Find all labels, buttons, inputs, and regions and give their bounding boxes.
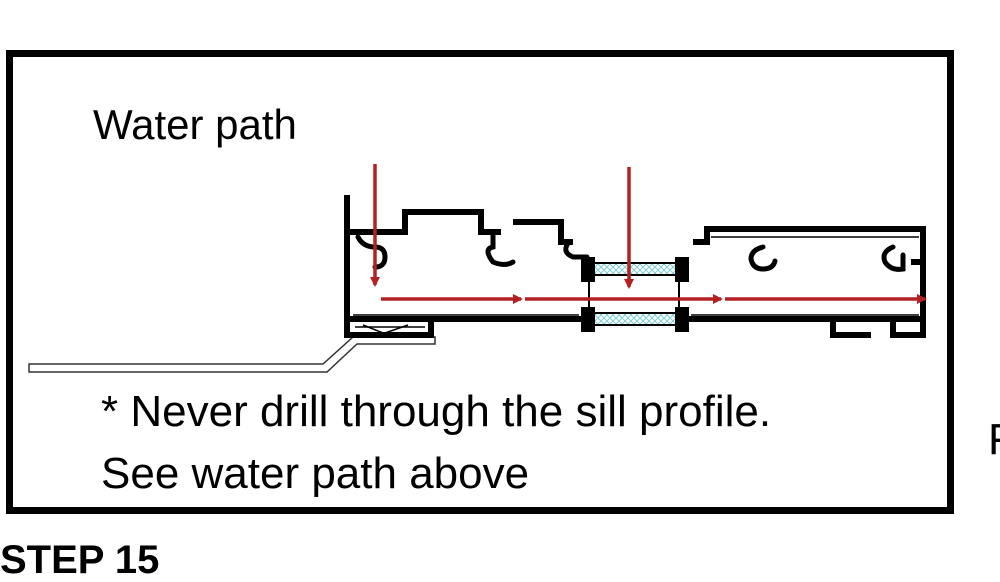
hook-4 xyxy=(881,244,906,272)
sill-flange xyxy=(28,336,436,373)
glazing-units xyxy=(581,257,689,332)
warning-note-line-1: * Never drill through the sill profile. xyxy=(101,387,772,436)
hook-2 xyxy=(485,229,516,267)
glazing-top xyxy=(588,262,680,276)
glazing-bottom xyxy=(588,312,680,326)
water-path-arrows xyxy=(370,164,927,304)
diagram-title: Water path xyxy=(93,101,297,148)
hook-1 xyxy=(355,234,388,270)
cropped-edge-text: F xyxy=(988,415,1000,465)
diagram-frame: Water path xyxy=(6,50,954,514)
sill-profile-diagram xyxy=(28,164,927,373)
sill-profile-outline xyxy=(344,195,927,338)
hook-5 xyxy=(563,239,590,260)
step-heading-fragment: STEP 15 xyxy=(0,538,160,582)
hook-3 xyxy=(748,244,778,272)
warning-note-line-2: See water path above xyxy=(101,449,530,498)
